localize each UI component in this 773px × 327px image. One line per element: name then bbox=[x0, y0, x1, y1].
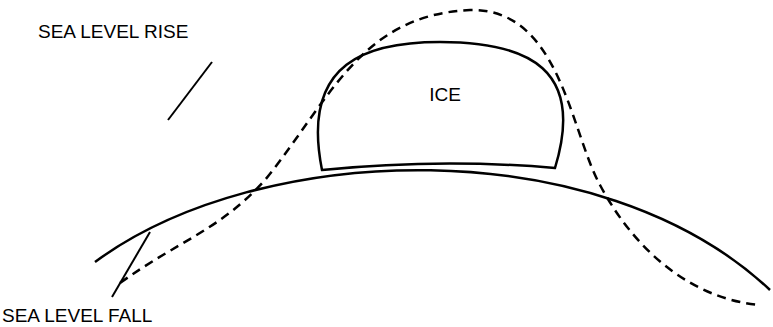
ice-outline-path bbox=[318, 42, 563, 170]
callout-label: SEA LEVEL RISE bbox=[38, 22, 188, 43]
callout-label: SEA LEVEL FALL bbox=[2, 306, 152, 327]
leader-line bbox=[168, 62, 212, 120]
ice-sheet: ICE bbox=[300, 35, 590, 175]
earth-surface bbox=[95, 170, 770, 290]
leader-line bbox=[112, 232, 150, 297]
region-label: ICE bbox=[300, 85, 590, 106]
sea-level-curve bbox=[120, 10, 760, 305]
